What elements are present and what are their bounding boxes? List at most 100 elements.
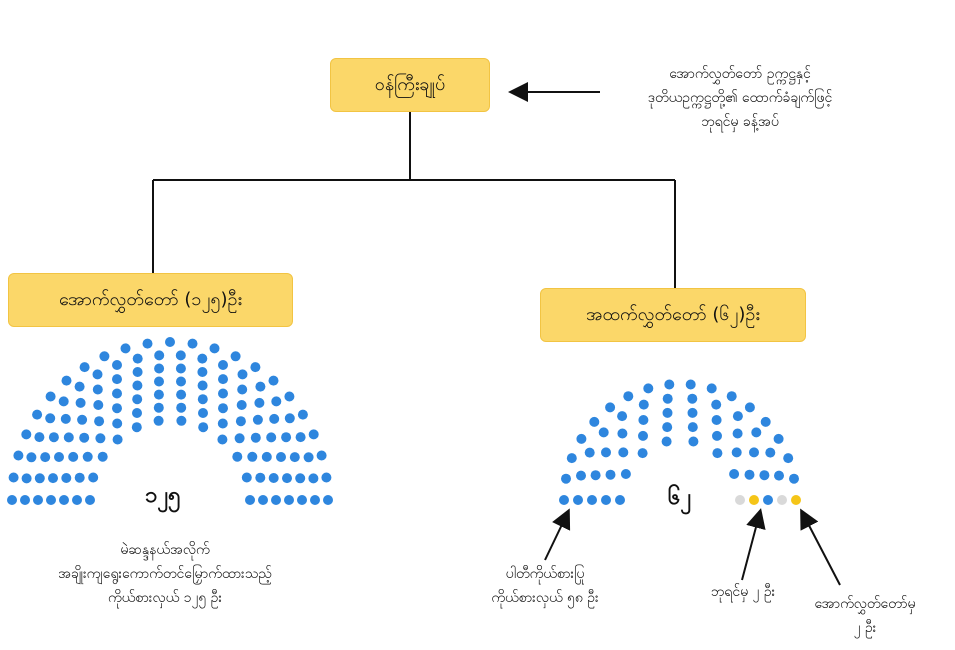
lower-house-seat xyxy=(132,380,143,391)
lower-house-seat xyxy=(92,369,103,380)
party-seat xyxy=(732,428,743,439)
lower-house-seat xyxy=(237,369,248,380)
lower-house-note-line-1: မဲဆန္ဒနယ်အလိုက် xyxy=(120,542,210,558)
party-seat xyxy=(685,379,696,390)
lower-house-seat xyxy=(281,432,292,443)
lower-house-seat xyxy=(93,400,104,410)
lower-house-seat xyxy=(34,473,45,484)
lower-house-seat xyxy=(120,343,131,354)
party-seat xyxy=(561,473,571,484)
party-seat xyxy=(637,448,648,459)
lower-house-seat xyxy=(82,451,93,462)
lower-house-seat xyxy=(247,451,258,462)
party-seat xyxy=(711,399,722,410)
party-seat xyxy=(601,495,611,505)
party-seat xyxy=(662,422,673,433)
lower-house-seat xyxy=(88,472,99,483)
lower-house-seat xyxy=(74,381,85,392)
lower-house-seat xyxy=(54,452,64,462)
lower-house-seat xyxy=(13,450,24,461)
lower-house-seat xyxy=(97,451,108,462)
lower-house-seat xyxy=(297,495,307,505)
lower-house-seat xyxy=(282,473,292,484)
lower-house-seat xyxy=(176,389,187,400)
lower-house-seat xyxy=(187,338,198,349)
lower-house-seat xyxy=(303,452,314,463)
lower-house-seat xyxy=(268,473,279,483)
lower-house-seat xyxy=(217,418,228,429)
lower-house-seat xyxy=(112,403,122,414)
lower-house-seat xyxy=(46,495,56,505)
lower-house-seat xyxy=(112,418,123,429)
lower-house-seat xyxy=(175,350,186,361)
party-seat xyxy=(759,470,770,481)
party-seat xyxy=(706,383,717,394)
party-seat xyxy=(576,470,586,481)
lower-house-seat xyxy=(132,367,143,377)
lower-house-seat xyxy=(68,451,79,462)
upper-house-seat-count: ၆၂ xyxy=(668,485,692,510)
party-seat xyxy=(584,447,595,458)
lower-house-seat xyxy=(40,452,51,463)
prime-minister-box: ဝန်ကြီးချုပ် xyxy=(330,58,490,112)
lower-house-seat xyxy=(154,376,164,387)
party-arrow xyxy=(544,508,571,561)
party-seat xyxy=(726,391,737,402)
lower-house-seat xyxy=(245,495,255,505)
party-seat xyxy=(605,469,616,480)
lower-house-seat xyxy=(60,413,71,424)
lower-house-seat xyxy=(197,367,208,377)
lower-house-seat xyxy=(197,380,208,391)
lower-house-seat xyxy=(77,414,88,425)
lower-house-seat xyxy=(61,473,72,483)
party-seat xyxy=(712,430,722,441)
lower-house-note-line-2: အချိုးကျရွေးကောက်တင်မြှောက်ထားသည့် xyxy=(58,566,272,582)
lower-house-box: အောက်လွှတ်တော် (၁၂၅)ဦး xyxy=(8,273,293,327)
party-seat xyxy=(661,436,672,447)
lower-house-seat xyxy=(131,422,142,433)
party-seat xyxy=(601,447,611,458)
lower-house-seat xyxy=(297,409,308,420)
pm-note-line-2: ဒုတိယဥက္ကဋ္ဌတို့၏ ထောက်ခံချက်ဖြင့် xyxy=(647,90,833,106)
lower-house-seat xyxy=(261,451,272,462)
lower-house-seat xyxy=(21,429,32,440)
lower-house-seat xyxy=(218,388,228,399)
lower-house-note-line-3: ကိုယ်စားလှယ် ၁၂၅ ဦး xyxy=(107,590,223,606)
lower-house-seat xyxy=(132,408,142,418)
lower-house-seat xyxy=(289,452,300,463)
party-seat xyxy=(615,495,625,505)
house-note-line-1: အောက်လွှတ်တော်မှ xyxy=(814,596,916,612)
house-appointed-seat xyxy=(777,495,787,505)
party-seat xyxy=(566,453,577,464)
party-seat xyxy=(732,411,743,422)
party-seat xyxy=(638,415,649,425)
lower-house-seat xyxy=(153,415,164,426)
lower-house-seat xyxy=(176,376,186,387)
lower-house-seat xyxy=(198,422,209,433)
lower-house-seat xyxy=(197,394,208,405)
upper-house-label: အထက်လွှတ်တော် (၆၂)ဦး xyxy=(586,303,760,325)
lower-house-seat xyxy=(310,495,320,505)
lower-house-seat xyxy=(7,495,17,505)
party-seat xyxy=(605,402,616,413)
lower-house-seat xyxy=(72,495,82,505)
lower-house-seat xyxy=(234,433,245,444)
lower-house-seat xyxy=(112,434,123,445)
lower-house-seat xyxy=(8,472,19,483)
party-seat xyxy=(765,447,776,458)
party-seat xyxy=(623,391,634,402)
party-seat xyxy=(664,379,675,390)
lower-house-seat xyxy=(295,432,306,443)
party-seat xyxy=(617,411,628,422)
house-note-line-2: ၂ ဦး xyxy=(853,620,877,636)
party-seat xyxy=(598,427,609,438)
lower-house-seat xyxy=(230,351,241,362)
party-seat xyxy=(729,469,740,479)
lower-house-seat xyxy=(276,452,286,462)
lower-house-seat xyxy=(266,432,277,443)
party-seat xyxy=(711,415,722,425)
party-seat xyxy=(773,433,784,444)
party-seat xyxy=(763,495,773,505)
party-seat xyxy=(590,470,601,481)
